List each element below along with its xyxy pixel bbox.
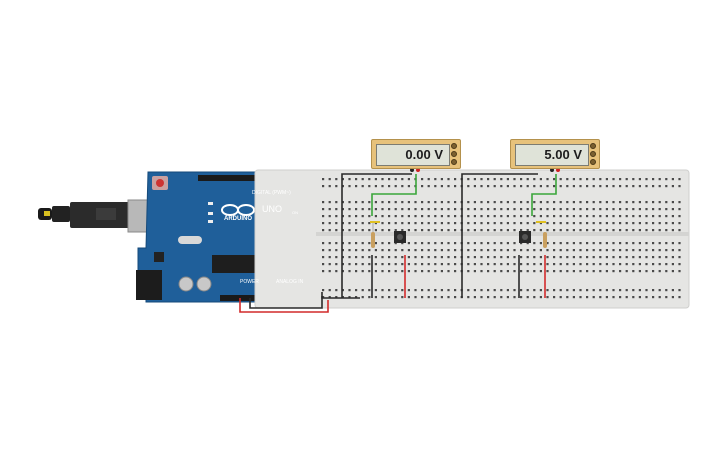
arduino-on-label: ON [292, 210, 298, 215]
resistor-2[interactable] [536, 221, 547, 248]
breadboard[interactable] [254, 169, 690, 309]
multimeter-2-port-icon[interactable] [590, 151, 596, 157]
multimeter-2-reading: 5.00 V [515, 144, 589, 166]
arduino-model-label: UNO [262, 204, 282, 214]
arduino-brand-label: ARDUINO [224, 216, 252, 222]
usb-cable[interactable] [38, 199, 159, 233]
arduino-digital-label: DIGITAL (PWM~) [252, 190, 291, 196]
arduino-logo-icon [221, 204, 255, 216]
breadboard-holes [322, 178, 681, 299]
multimeter-2-port-icon[interactable] [590, 143, 596, 149]
wires [239, 173, 557, 313]
multimeter-1-reading: 0.00 V [376, 144, 450, 166]
multimeter-2-port-icon[interactable] [590, 159, 596, 165]
arduino-power-label: POWER [240, 279, 259, 285]
resistor-1[interactable] [370, 221, 380, 248]
pushbutton-2[interactable] [519, 231, 531, 243]
arduino-analog-label: ANALOG IN [276, 279, 304, 285]
multimeter-1[interactable]: 0.00 V [371, 139, 461, 169]
multimeter-1-port-icon[interactable] [451, 159, 457, 165]
multimeter-1-port-icon[interactable] [451, 151, 457, 157]
multimeter-1-port-icon[interactable] [451, 143, 457, 149]
multimeter-2[interactable]: 5.00 V [510, 139, 600, 169]
pushbutton-1[interactable] [394, 231, 406, 243]
